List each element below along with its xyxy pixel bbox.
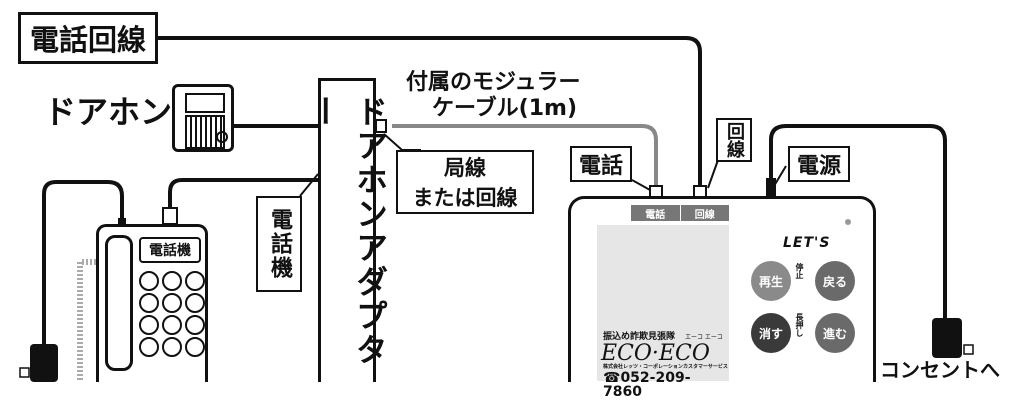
handset-plug bbox=[118, 218, 126, 228]
phone-to-adapter-wire bbox=[168, 178, 318, 210]
delete-button[interactable]: 消す bbox=[751, 313, 791, 353]
key bbox=[162, 337, 182, 357]
handset-cord bbox=[42, 180, 124, 344]
doorphone-unit bbox=[172, 84, 234, 152]
cable-label-line1: 付属のモジュラー bbox=[406, 70, 581, 95]
phone-line-label: 電話回線 bbox=[18, 12, 158, 64]
kyokusen-line2: または回線 bbox=[412, 186, 518, 210]
back-button[interactable]: 戻る bbox=[815, 261, 855, 301]
doorphone-button bbox=[216, 131, 228, 143]
key bbox=[139, 271, 159, 291]
sticker-service: カスタマーサービス bbox=[683, 364, 728, 370]
kaisen-leader bbox=[707, 159, 719, 189]
kaisen-label: 回線 bbox=[724, 122, 745, 158]
power-plug-end bbox=[766, 178, 776, 196]
sticker-title: 振込め詐欺見張隊 bbox=[603, 332, 676, 342]
sticker-logo: ECO·ECO bbox=[601, 341, 710, 366]
doorphone-adapter: ドアホンアダプター bbox=[305, 78, 389, 382]
kyokusen-callout: 局線 または回線 bbox=[396, 150, 534, 214]
sticker: 振込め詐欺見張隊 エーコ エーコ ECO·ECO 株式会社レッツ・コーポレーショ… bbox=[597, 225, 729, 399]
denwa-leader bbox=[631, 179, 651, 191]
port-denwa-label: 電話 bbox=[645, 209, 666, 221]
wall-socket-icon bbox=[19, 367, 30, 378]
keypad bbox=[139, 271, 205, 357]
ac-adapter bbox=[932, 318, 962, 358]
key bbox=[185, 337, 205, 357]
phone-jack-plug bbox=[162, 207, 178, 225]
key bbox=[162, 271, 182, 291]
sticker-company: 株式会社レッツ・コーポレーション bbox=[603, 364, 683, 370]
phone-body-label: 電話機 bbox=[139, 237, 201, 263]
sticker-phone: ☎052-209-7860 bbox=[603, 370, 691, 400]
key bbox=[139, 315, 159, 335]
denwaki-label: 電話機 bbox=[267, 208, 292, 280]
phone-line-wire bbox=[157, 36, 702, 188]
brand-logo: LET'S bbox=[783, 235, 831, 251]
adapter-label: ドアホンアダプター bbox=[305, 95, 389, 367]
denwaki-callout: 電話機 bbox=[256, 196, 302, 292]
key bbox=[162, 293, 182, 313]
connection-diagram: 電話回線 ドアホン ドアホンアダプター 付属のモジュラー ケーブル(1m) 局線… bbox=[18, 12, 1000, 399]
outlet-icon bbox=[963, 344, 974, 355]
kyokusen-line1: 局線 bbox=[444, 156, 486, 180]
doorphone-screen bbox=[185, 93, 225, 113]
sticker-kana: エーコ エーコ bbox=[685, 334, 723, 341]
answering-device: 電話 回線 振込め詐欺見張隊 エーコ エーコ ECO·ECO 株式会社レッツ・コ… bbox=[568, 196, 876, 399]
port-kaisen-label: 回線 bbox=[679, 205, 730, 221]
led-indicator bbox=[845, 219, 851, 225]
key bbox=[162, 315, 182, 335]
denwaki-leader bbox=[299, 173, 319, 197]
denwa-callout: 電話 bbox=[570, 146, 632, 182]
key bbox=[139, 293, 159, 313]
telephone: 電話機 bbox=[96, 224, 208, 382]
wall-plug bbox=[30, 344, 58, 382]
doorphone-label: ドアホン bbox=[44, 93, 173, 131]
power-cable bbox=[769, 124, 947, 320]
key bbox=[185, 293, 205, 313]
dengen-callout: 電源 bbox=[788, 146, 850, 182]
long-press-note: 長押し bbox=[795, 313, 804, 337]
adapter-port bbox=[375, 119, 387, 133]
coiled-cord bbox=[77, 259, 96, 382]
play-button[interactable]: 再生 bbox=[751, 261, 791, 301]
kaisen-callout: 回線 bbox=[716, 118, 752, 162]
cable-label-line2: ケーブル(1m) bbox=[432, 96, 578, 121]
key bbox=[139, 337, 159, 357]
modular-cable bbox=[392, 124, 658, 188]
forward-button[interactable]: 進む bbox=[815, 313, 855, 353]
handset bbox=[105, 235, 133, 371]
key bbox=[185, 271, 205, 291]
stop-note: 停止 bbox=[795, 263, 804, 279]
outlet-label: コンセントへ bbox=[880, 358, 1000, 382]
key bbox=[185, 315, 205, 335]
port-strip: 電話 回線 bbox=[631, 205, 729, 221]
